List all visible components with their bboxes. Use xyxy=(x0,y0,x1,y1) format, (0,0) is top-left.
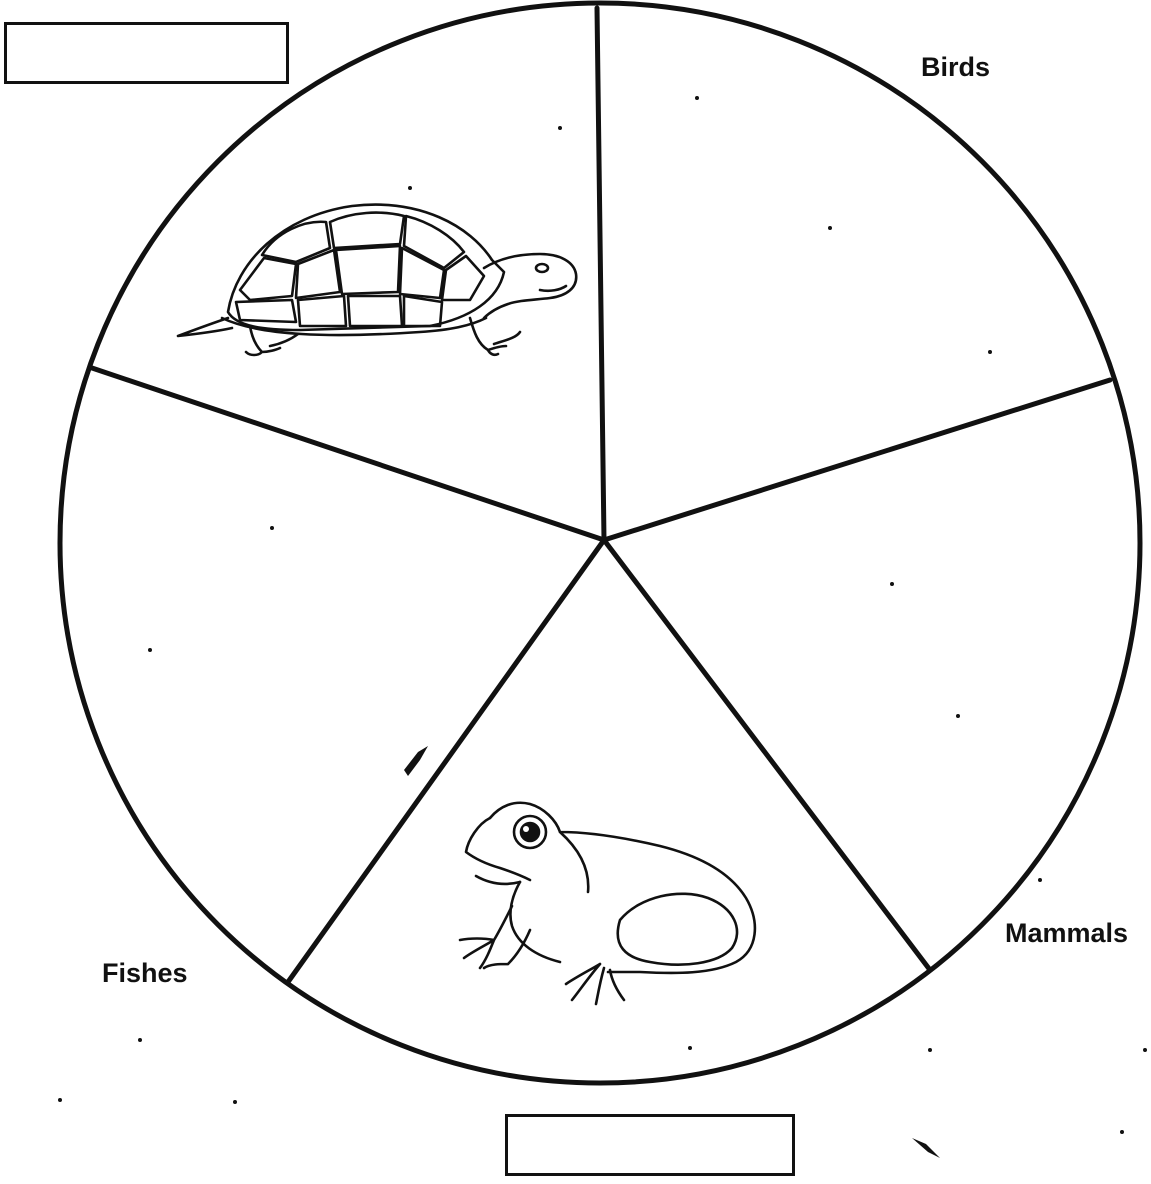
label-birds: Birds xyxy=(921,54,990,81)
answer-box-top[interactable] xyxy=(4,22,289,84)
label-fishes: Fishes xyxy=(102,960,188,987)
frog-icon xyxy=(460,803,755,1004)
divider-bottom-left xyxy=(288,540,604,982)
divider-right xyxy=(604,380,1110,540)
turtle-icon xyxy=(178,205,576,355)
divider-bottom-right xyxy=(604,540,930,970)
label-mammals: Mammals xyxy=(1005,920,1128,947)
divider-left xyxy=(92,368,604,540)
divider-top xyxy=(597,8,604,540)
answer-box-bottom[interactable] xyxy=(505,1114,795,1176)
